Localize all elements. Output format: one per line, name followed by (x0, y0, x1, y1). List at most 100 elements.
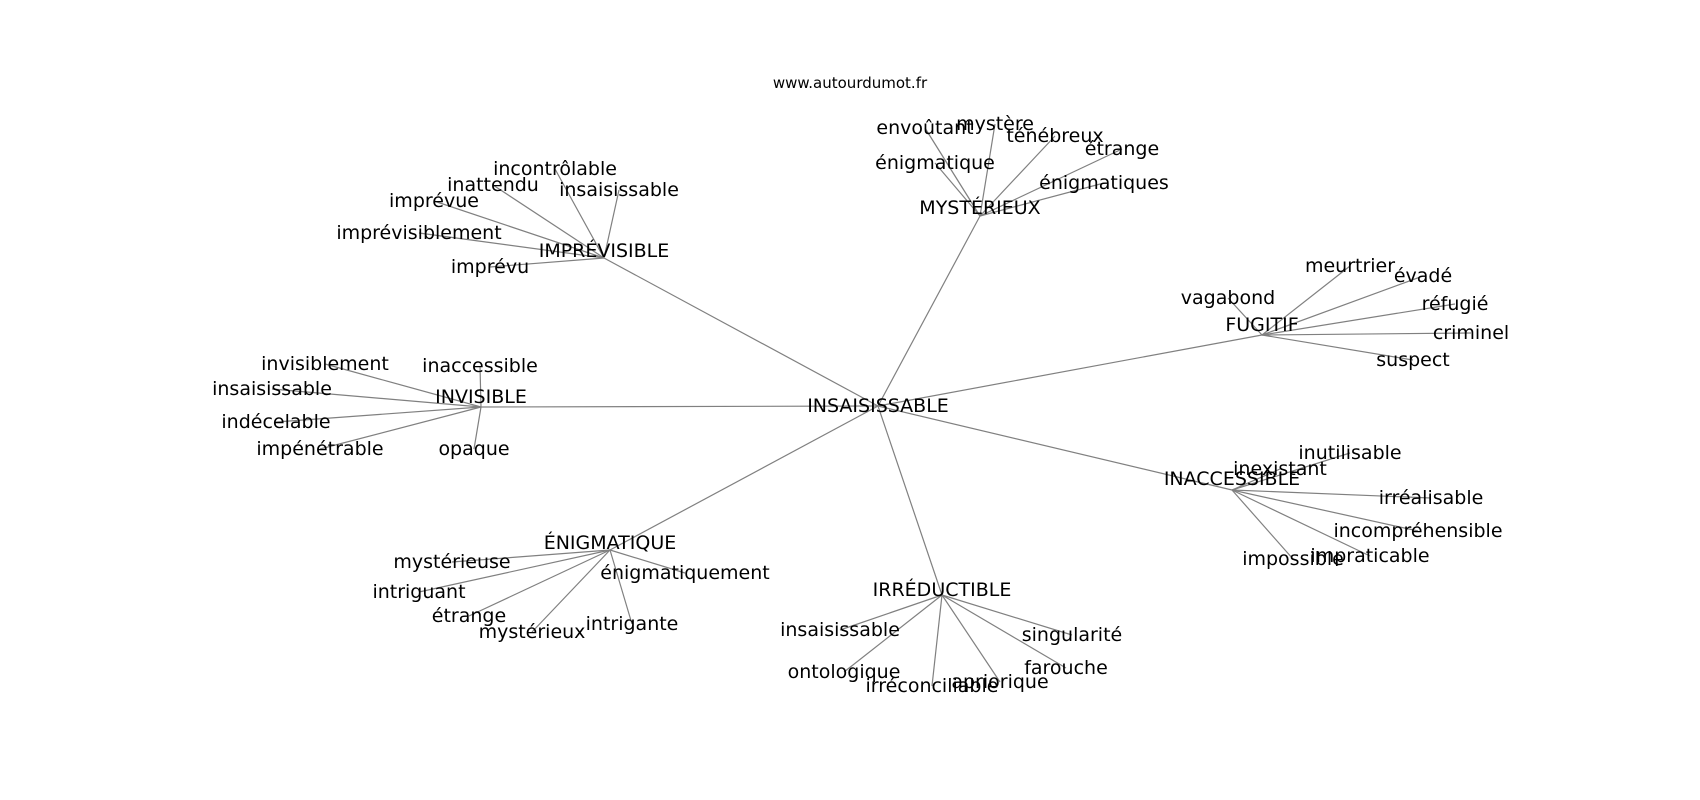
leaf-word-node: opaque (438, 438, 509, 460)
graph-edge (480, 405, 879, 408)
graph-edge (979, 123, 996, 217)
graph-edge (433, 200, 605, 259)
leaf-word-node: impossible (1242, 548, 1344, 570)
leaf-word-node: mystère (956, 113, 1034, 135)
leaf-word-node: intriguant (372, 581, 465, 603)
graph-edge (1261, 265, 1351, 336)
leaf-word-node: criminel (1433, 322, 1509, 344)
graph-edge (275, 406, 482, 423)
cluster-hub-node: INVISIBLE (435, 386, 527, 408)
graph-edge (1261, 303, 1456, 336)
graph-edge (603, 189, 620, 259)
leaf-word-node: évadé (1394, 265, 1452, 287)
leaf-word-node: mystérieuse (393, 551, 510, 573)
cluster-hub-node: IRRÉDUCTIBLE (873, 578, 1012, 601)
leaf-word-node: impraticable (1310, 545, 1429, 567)
cluster-hub-node: INACCESSIBLE (1164, 468, 1300, 490)
graph-edge (839, 594, 943, 631)
graph-edge (877, 405, 1233, 491)
leaf-word-node: vagabond (1181, 287, 1275, 309)
graph-edge (1231, 489, 1419, 532)
graph-edge (941, 594, 1001, 683)
leaf-word-node: énigmatique (875, 152, 995, 174)
leaf-word-node: insaisissable (780, 619, 900, 641)
cluster-hub-node: IMPRÉVISIBLE (539, 239, 670, 262)
leaf-word-node: insaisissable (212, 378, 332, 400)
graph-edge (1227, 297, 1263, 336)
graph-edge (877, 334, 1263, 407)
leaf-word-node: étrange (1085, 138, 1159, 160)
graph-edge (479, 365, 482, 408)
graph-edge (468, 549, 611, 617)
leaf-word-node: indécelable (221, 411, 330, 433)
graph-edge (1261, 275, 1424, 336)
leaf-word-node: imprévisiblement (336, 222, 501, 244)
graph-edge (941, 594, 1073, 636)
center-word-node: INSAISISSABLE (807, 395, 949, 417)
leaf-word-node: irréalisable (1379, 487, 1484, 509)
leaf-word-node: inaccessible (422, 355, 538, 377)
graph-edge (418, 232, 605, 259)
leaf-word-node: réfugié (1422, 293, 1489, 315)
leaf-word-node: inutilisable (1298, 442, 1401, 464)
leaf-word-node: intrigante (586, 613, 679, 635)
graph-edge (931, 594, 943, 687)
graph-edge (451, 549, 611, 563)
graph-edge (1261, 334, 1414, 361)
graph-edge (941, 594, 1067, 669)
leaf-word-node: singularité (1022, 624, 1122, 646)
graph-edge (979, 148, 1123, 217)
graph-edge (554, 168, 605, 259)
leaf-word-node: imprévu (451, 256, 529, 278)
leaf-word-node: énigmatiquement (600, 562, 769, 584)
graph-edge (271, 388, 482, 408)
graph-edge (979, 135, 1056, 217)
leaf-word-node: ténébreux (1006, 125, 1103, 147)
graph-edge (979, 182, 1105, 217)
leaf-word-node: suspect (1376, 349, 1450, 371)
leaf-word-node: inexistant (1233, 458, 1327, 480)
graph-edge (877, 215, 981, 407)
leaf-word-node: meurtrier (1305, 255, 1395, 277)
cluster-hub-node: MYSTÉRIEUX (919, 196, 1040, 219)
graph-edge (609, 549, 686, 574)
graph-edge (609, 549, 633, 625)
graph-edge (877, 405, 943, 596)
leaf-word-node: mystérieux (479, 621, 586, 643)
graph-edge (1261, 332, 1472, 336)
leaf-word-node: irréconciliable (866, 675, 999, 697)
graph-edge (843, 594, 943, 673)
leaf-word-node: ontologique (788, 661, 901, 683)
source-label: www.autourdumot.fr (773, 74, 928, 92)
graph-edge (934, 162, 981, 217)
graph-edge (924, 127, 981, 217)
graph-edge (324, 363, 482, 408)
graph-edge (418, 549, 611, 593)
graph-edge (1231, 489, 1432, 499)
leaf-word-node: envoûtant (876, 117, 973, 139)
graph-edge (1231, 468, 1281, 491)
graph-edge (489, 257, 605, 268)
leaf-word-node: imprévue (389, 190, 479, 212)
leaf-word-node: impénétrable (256, 438, 383, 460)
leaf-word-node: inattendu (447, 174, 539, 196)
graph-edge (473, 406, 482, 450)
leaf-word-node: apriorique (951, 671, 1048, 693)
graph-edge (492, 184, 605, 259)
leaf-word-node: farouche (1024, 657, 1108, 679)
leaf-word-node: invisiblement (261, 353, 389, 375)
graph-edge (1231, 489, 1294, 560)
leaf-word-node: incompréhensible (1333, 520, 1502, 542)
cluster-hub-node: ÉNIGMATIQUE (544, 531, 677, 554)
leaf-word-node: insaisissable (559, 179, 679, 201)
graph-edge (609, 405, 879, 551)
graph-edge (1231, 452, 1351, 491)
graph-labels: www.autourdumot.fr INSAISISSABLE MYSTÉRIE… (212, 74, 1509, 697)
graph-edge (1231, 489, 1371, 557)
leaf-word-node: incontrôlable (493, 158, 617, 180)
graph-edge (603, 257, 879, 407)
graph-edges (271, 123, 1472, 687)
graph-edge (531, 549, 611, 633)
cluster-hub-node: FUGITIF (1225, 314, 1298, 336)
